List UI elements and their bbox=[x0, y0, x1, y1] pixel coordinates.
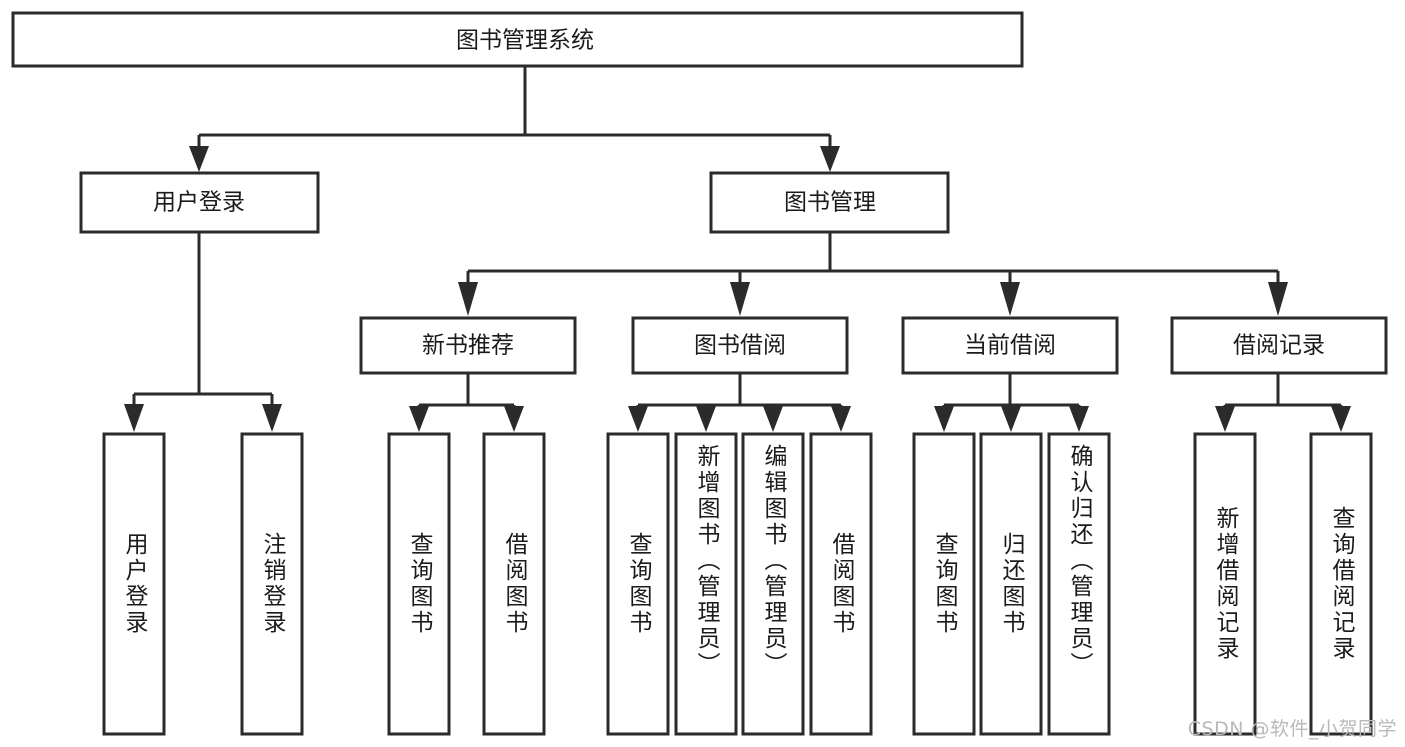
node-leaf-user-logout-box[interactable] bbox=[240, 432, 304, 736]
node-leaf-confirm-return-admin-box[interactable] bbox=[1047, 432, 1111, 736]
arrow-head-icon bbox=[458, 282, 478, 316]
node-current-borrow-label: 当前借阅 bbox=[964, 333, 1056, 359]
node-user-login-box bbox=[79, 171, 320, 234]
node-leaf-add-borrow-record-box[interactable] bbox=[1193, 432, 1257, 736]
watermark-text: CSDN @软件_小贺同学 bbox=[1187, 718, 1397, 740]
arrow-head-icon bbox=[820, 146, 840, 172]
arrow-head-icon bbox=[262, 404, 282, 432]
node-leaf-user-login-box[interactable] bbox=[102, 432, 166, 736]
arrow-head-icon bbox=[409, 406, 429, 432]
node-book-manage-box bbox=[709, 171, 950, 234]
edge-group-new-book-recommend bbox=[409, 373, 524, 432]
node-leaf-edit-book-admin-box[interactable] bbox=[741, 432, 805, 736]
node-book-borrow-label: 图书借阅 bbox=[694, 333, 786, 359]
node-book-manage-label: 图书管理 bbox=[784, 190, 876, 216]
arrow-head-icon bbox=[934, 406, 954, 432]
arrow-head-icon bbox=[730, 282, 750, 316]
node-current-borrow-box bbox=[901, 316, 1119, 375]
node-root-label: 图书管理系统 bbox=[456, 28, 594, 54]
node-current-borrow[interactable]: 当前借阅 bbox=[901, 316, 1119, 375]
arrow-head-icon bbox=[696, 406, 716, 432]
arrow-head-icon bbox=[628, 406, 648, 432]
node-borrow-record-box bbox=[1170, 316, 1388, 375]
node-root[interactable]: 图书管理系统 bbox=[11, 11, 1024, 68]
edge-group-book-borrow bbox=[628, 373, 851, 432]
edge-group-book-manage bbox=[458, 232, 1288, 316]
node-new-book-recommend-label: 新书推荐 bbox=[422, 333, 514, 359]
arrow-head-icon bbox=[1268, 282, 1288, 316]
edge-group-current-borrow bbox=[934, 373, 1089, 432]
arrow-head-icon bbox=[124, 404, 144, 432]
edge-group-root bbox=[189, 66, 840, 172]
arrow-head-icon bbox=[1000, 282, 1020, 316]
node-user-login-label: 用户登录 bbox=[153, 190, 245, 216]
arrow-head-icon bbox=[504, 406, 524, 432]
arrow-head-icon bbox=[189, 146, 209, 172]
node-leaf-query-book-borrow-box[interactable] bbox=[606, 432, 670, 736]
node-user-login[interactable]: 用户登录 bbox=[79, 171, 320, 234]
node-leaf-return-book-box[interactable] bbox=[979, 432, 1043, 736]
arrow-head-icon bbox=[763, 406, 783, 432]
arrow-head-icon bbox=[1215, 406, 1235, 432]
arrow-head-icon bbox=[1001, 406, 1021, 432]
arrow-head-icon bbox=[1069, 406, 1089, 432]
edge-group-borrow-record bbox=[1215, 373, 1351, 432]
node-borrow-record[interactable]: 借阅记录 bbox=[1170, 316, 1388, 375]
node-leaf-add-book-admin-box[interactable] bbox=[674, 432, 738, 736]
arrow-head-icon bbox=[831, 406, 851, 432]
node-leaf-query-book-current-box[interactable] bbox=[912, 432, 976, 736]
node-root-box bbox=[11, 11, 1024, 68]
leaf-boxes-group bbox=[102, 432, 1373, 736]
node-book-manage[interactable]: 图书管理 bbox=[709, 171, 950, 234]
node-leaf-query-borrow-record-box[interactable] bbox=[1309, 432, 1373, 736]
node-book-borrow[interactable]: 图书借阅 bbox=[631, 316, 849, 375]
node-new-book-recommend[interactable]: 新书推荐 bbox=[359, 316, 577, 375]
edge-group-user-login bbox=[124, 232, 282, 432]
node-leaf-borrow-book-recommend-box[interactable] bbox=[482, 432, 546, 736]
node-borrow-record-label: 借阅记录 bbox=[1233, 333, 1325, 359]
node-new-book-recommend-box bbox=[359, 316, 577, 375]
node-leaf-query-book-recommend-box[interactable] bbox=[387, 432, 451, 736]
arrow-head-icon bbox=[1331, 406, 1351, 432]
node-book-borrow-box bbox=[631, 316, 849, 375]
node-leaf-borrow-book-box[interactable] bbox=[809, 432, 873, 736]
